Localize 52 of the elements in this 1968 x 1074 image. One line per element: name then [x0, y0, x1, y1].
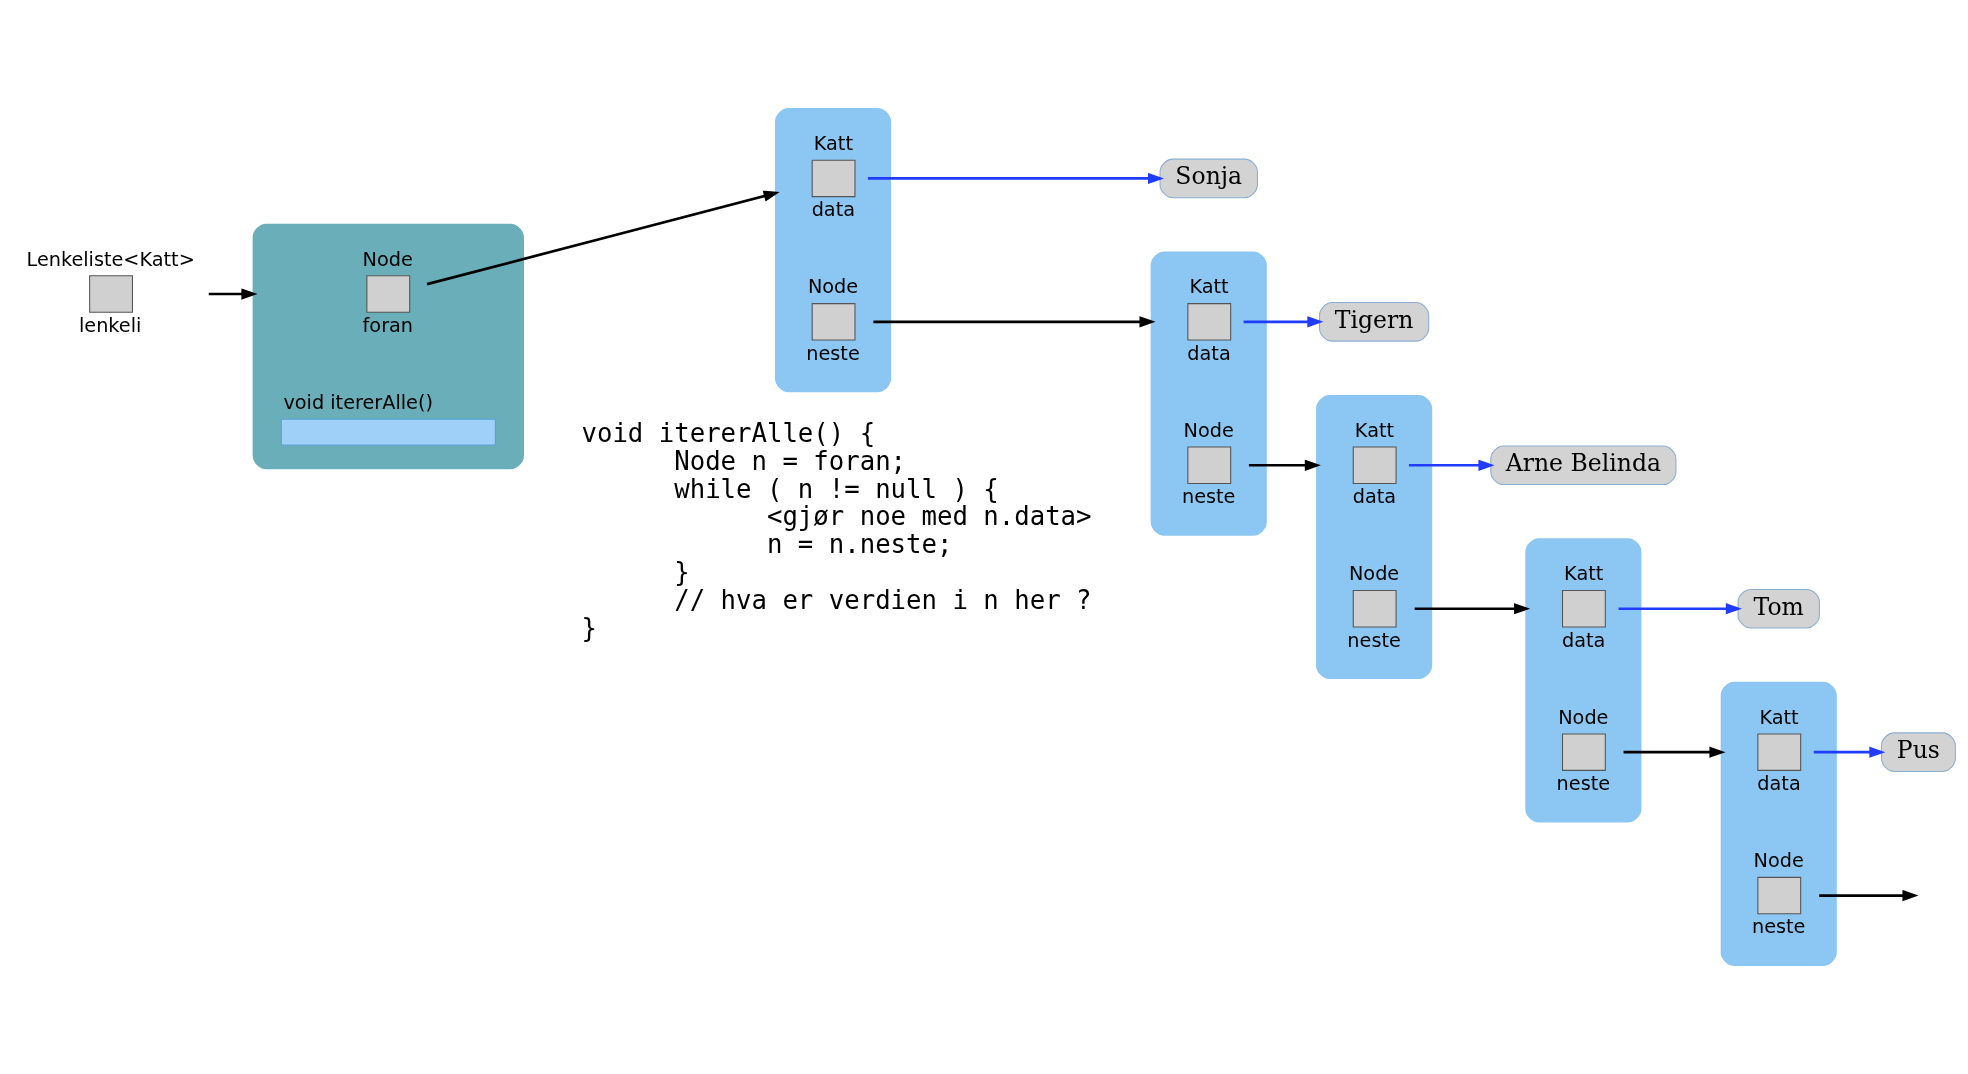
node-label: Katt — [1758, 705, 1799, 729]
node-label: data — [1561, 628, 1605, 652]
node-label: neste — [805, 341, 860, 365]
arrow — [208, 288, 257, 300]
node-label: Katt — [1563, 562, 1603, 586]
arrow — [1243, 316, 1323, 328]
arrow — [426, 190, 780, 286]
node-label: Node — [1183, 418, 1234, 442]
arrow — [1414, 603, 1530, 615]
cluster — [1150, 251, 1267, 536]
node-label: neste — [1181, 485, 1235, 509]
arrow — [1248, 459, 1321, 471]
node-label: Node — [1348, 562, 1399, 586]
arrow — [867, 172, 1164, 185]
node-label: neste — [1751, 915, 1805, 939]
node-label: Katt — [1188, 275, 1229, 299]
node-label: Katt — [1354, 418, 1394, 442]
cluster — [1315, 394, 1432, 680]
node-box: Tigern — [1318, 302, 1429, 342]
arrow — [1813, 746, 1885, 758]
label: } — [581, 612, 597, 643]
node-label: Node — [807, 275, 858, 299]
node-label: foran — [362, 313, 413, 337]
arrow — [1408, 459, 1495, 471]
node-box: Pus — [1880, 732, 1956, 772]
label: while ( n != null ) { — [673, 473, 999, 504]
node-label: data — [1186, 341, 1231, 365]
node-label: neste — [1556, 772, 1610, 796]
cluster — [1524, 538, 1641, 823]
node-label: neste — [1346, 628, 1401, 652]
node-label: data — [1756, 772, 1801, 796]
node-label: Katt — [813, 131, 853, 155]
cluster — [774, 108, 891, 393]
node-label: data — [811, 198, 855, 222]
arrow — [1818, 889, 1919, 902]
node-box: Arne Belinda — [1489, 445, 1676, 486]
node-label: Lenkeliste<Katt> — [26, 247, 195, 271]
node-label: void itererAlle() — [282, 390, 433, 414]
arrow — [1618, 603, 1742, 615]
node-label: Node — [362, 247, 413, 271]
node-label: Node — [1557, 705, 1608, 729]
node-label: lenkeli — [78, 313, 141, 337]
node-box: Tom — [1737, 588, 1820, 629]
cluster — [1720, 681, 1837, 966]
arrow — [872, 316, 1156, 328]
cluster — [252, 223, 524, 470]
label: void itererAlle() { — [581, 417, 875, 448]
node-label: Node — [1753, 849, 1804, 873]
label: } — [673, 557, 690, 588]
arrow — [1623, 746, 1725, 758]
node-label: data — [1352, 485, 1396, 509]
node-box: Sonja — [1159, 158, 1258, 199]
